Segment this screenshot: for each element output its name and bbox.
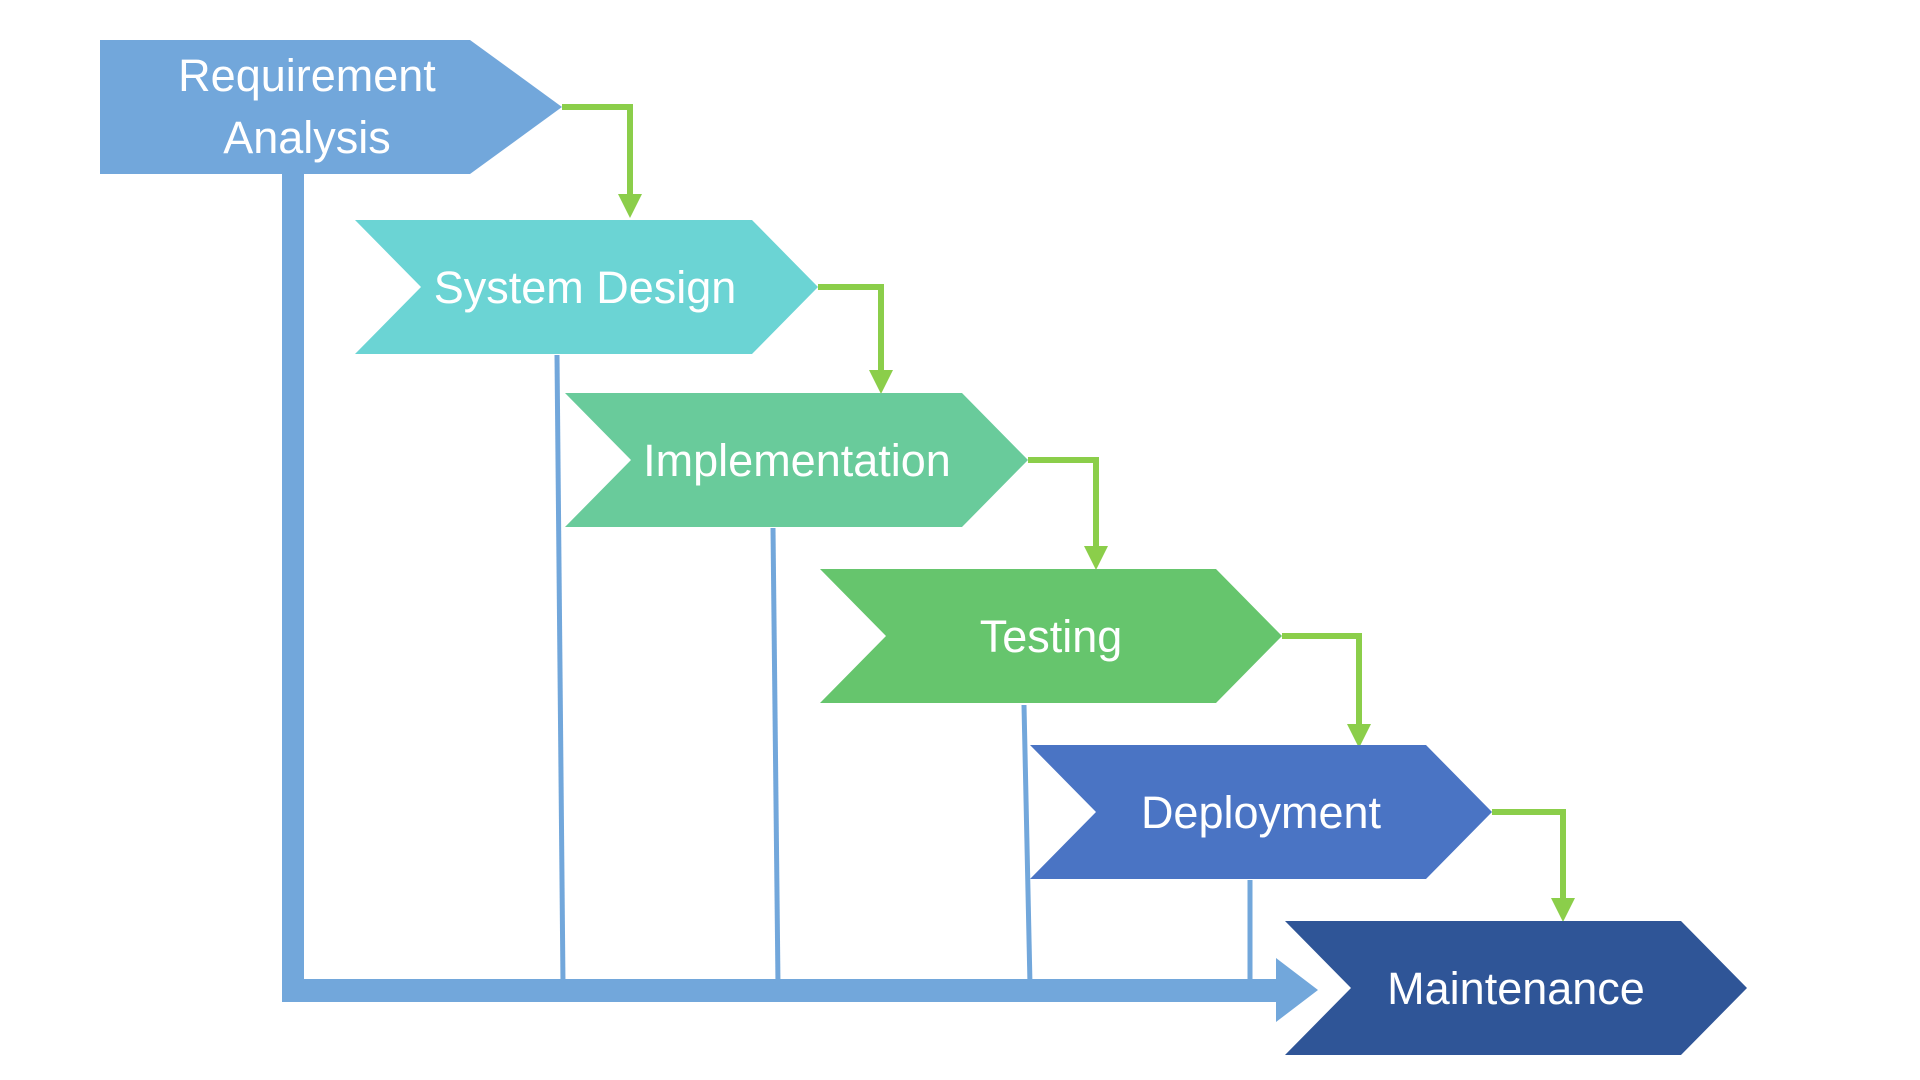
stage-shape-system-design: [355, 220, 818, 354]
stage-labels: Requirement Analysis System Design Imple…: [178, 50, 1645, 1014]
step-connector-2: [818, 284, 893, 394]
step-connectors: [562, 104, 1575, 922]
stage-shape-deployment: [1030, 745, 1492, 879]
stage-label-system-design: System Design: [434, 262, 737, 313]
stage-shape-maintenance: [1285, 921, 1747, 1055]
stage-shapes: [100, 40, 1747, 1055]
feedback-lines: [554, 354, 1253, 986]
stage-shape-requirement-analysis: [100, 40, 562, 174]
stage-shape-implementation: [565, 393, 1028, 527]
feedback-line-implementation: [770, 527, 781, 986]
connector-arrowhead: [618, 194, 642, 218]
stage-shape-testing: [820, 569, 1282, 703]
stage-label-requirement-analysis-line1: Requirement: [178, 50, 436, 101]
stage-label-implementation: Implementation: [643, 435, 951, 486]
step-connector-5: [1492, 809, 1575, 922]
step-connector-1: [562, 104, 642, 218]
stage-label-testing: Testing: [980, 611, 1123, 662]
connector-arrowhead: [1551, 898, 1575, 922]
step-connector-4: [1282, 633, 1371, 748]
stage-label-deployment: Deployment: [1141, 787, 1382, 838]
feedback-line-system-design: [554, 354, 566, 986]
step-connector-3: [1028, 457, 1108, 570]
stage-label-maintenance: Maintenance: [1387, 963, 1645, 1014]
feedback-line-testing: [1021, 704, 1033, 986]
connector-arrowhead: [869, 370, 893, 394]
connector-arrowhead: [1347, 724, 1371, 748]
stage-label-requirement-analysis-line2: Analysis: [223, 112, 391, 163]
connector-arrowhead: [1084, 546, 1108, 570]
